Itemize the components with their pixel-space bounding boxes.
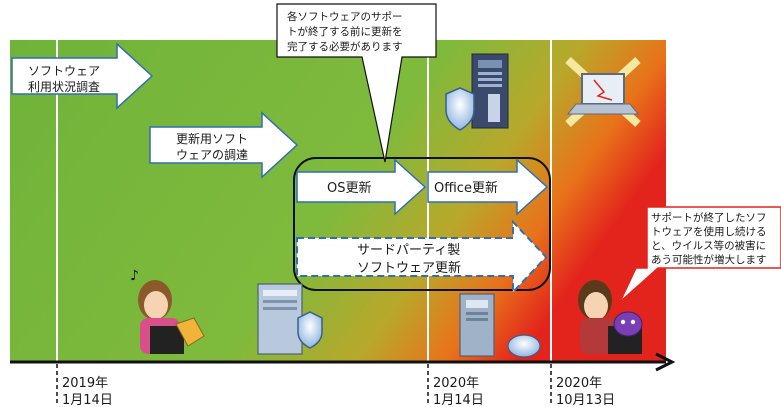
- task-procure-line1: 更新用ソフト: [176, 131, 248, 146]
- date-day-1: 1月14日: [62, 393, 113, 407]
- task-arrow-office: [427, 158, 549, 216]
- task-survey-line2: 利用状況調査: [28, 79, 100, 94]
- task-arrow-thirdparty: [296, 219, 548, 295]
- top-callout-line1: 各ソフトウェアのサポー: [287, 10, 403, 23]
- task-thirdparty-line1: サードパーティ製: [357, 243, 460, 258]
- top-callout-bubble: [276, 3, 437, 163]
- svg-text:♪: ♪: [130, 268, 139, 284]
- happy-user-icon: ♪: [130, 268, 205, 354]
- right-callout-line1: サポートが終了したソフ: [651, 211, 767, 224]
- server-tower-icon: [445, 53, 509, 131]
- right-callout-line3: と、ウイルス等の被害に: [651, 239, 766, 252]
- date-day-2: 1月14日: [433, 393, 484, 407]
- top-callout-line3: 完了する必要があります: [287, 40, 403, 53]
- task-procure-line2: ウェアの調達: [176, 148, 248, 162]
- distressed-user-icon: [578, 280, 643, 354]
- date-year-3: 2020年: [556, 376, 602, 391]
- top-callout-line2: トが終了する前に更新を: [287, 25, 403, 38]
- task-arrow-os: [296, 158, 427, 216]
- update-phase-group: [293, 157, 551, 291]
- damaged-laptop-icon: [565, 57, 641, 127]
- server-tower-bottom-icon: [459, 293, 541, 358]
- task-thirdparty-line2: ソフトウェア更新: [357, 260, 461, 276]
- right-callout-line2: トウェアを使用し続ける: [651, 225, 767, 238]
- date-year-1: 2019年: [62, 376, 108, 391]
- task-arrow-procure: [149, 111, 299, 179]
- task-office-label: Office更新: [434, 180, 498, 196]
- server-cabinet-icon: [257, 283, 323, 355]
- task-os-label: OS更新: [327, 180, 372, 196]
- timeline-arrowhead: [655, 352, 676, 372]
- task-arrow-survey: [11, 42, 154, 110]
- task-survey-line1: ソフトウェア: [28, 64, 100, 78]
- date-year-2: 2020年: [433, 376, 479, 391]
- right-callout-line4: あう可能性が増大します: [651, 253, 767, 266]
- date-day-3: 10月13日: [556, 393, 615, 407]
- right-callout-bubble: [619, 206, 781, 303]
